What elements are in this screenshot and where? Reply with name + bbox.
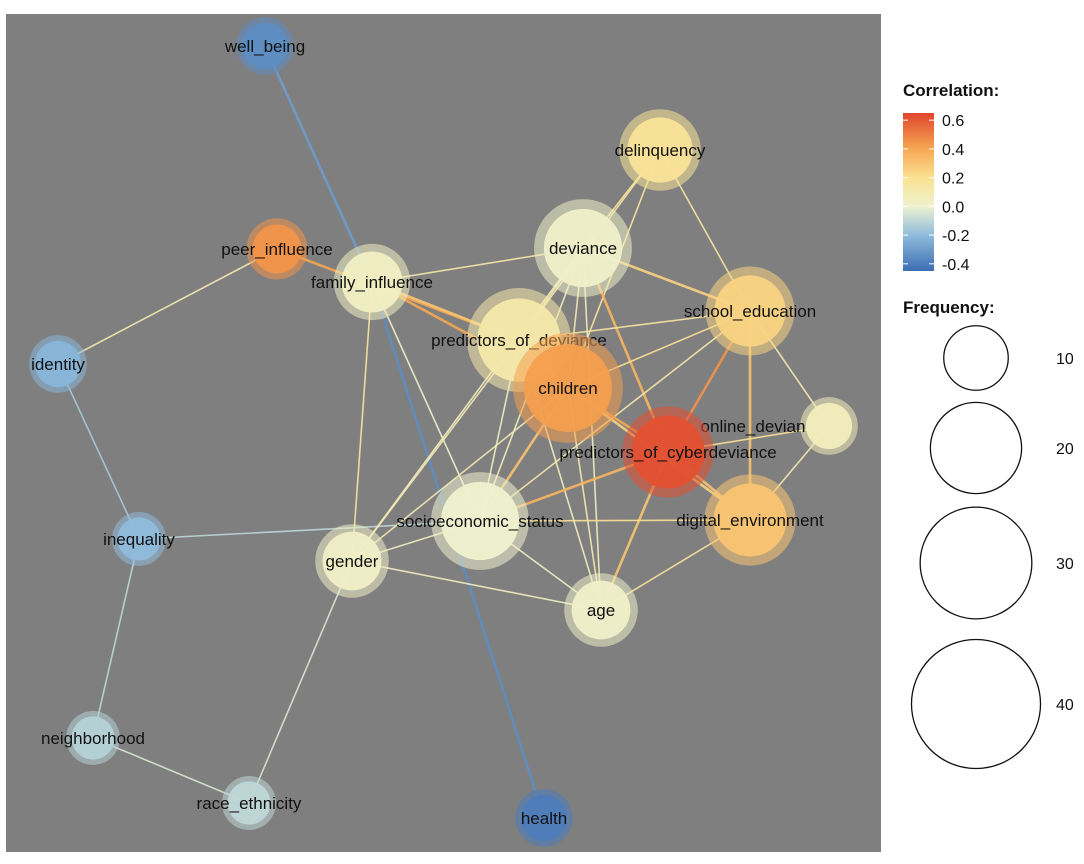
node-children: children bbox=[513, 333, 623, 443]
node-identity: identity bbox=[29, 335, 87, 393]
node-gender: gender bbox=[315, 524, 389, 598]
node-label: predictors_of_cyberdeviance bbox=[559, 443, 776, 462]
correlation-tick-label: 0.6 bbox=[942, 113, 964, 130]
node-label: identity bbox=[31, 355, 85, 374]
node-socioeconomic-status: socioeconomic_status bbox=[396, 472, 564, 570]
node-delinquency: delinquency bbox=[615, 109, 706, 191]
node-core bbox=[543, 208, 623, 288]
node-digital-environment: digital_environment bbox=[676, 474, 824, 566]
node-core bbox=[117, 517, 161, 561]
node-deviance: deviance bbox=[534, 199, 632, 297]
node-core bbox=[631, 415, 705, 489]
node-inequality: inequality bbox=[103, 512, 175, 566]
frequency-items: 10 20 30 40 bbox=[910, 325, 1074, 770]
correlation-legend-title: Correlation: bbox=[903, 81, 999, 100]
node-core bbox=[241, 22, 289, 70]
node-core bbox=[252, 224, 302, 274]
node-label: socioeconomic_status bbox=[396, 512, 563, 531]
frequency-circle bbox=[943, 325, 1009, 391]
correlation-tick-label: -0.2 bbox=[942, 228, 970, 245]
node-peer-influence: peer_influence bbox=[221, 218, 333, 280]
node-label: delinquency bbox=[615, 141, 706, 160]
node-core bbox=[713, 483, 787, 557]
edge-race_ethnicity-gender bbox=[248, 560, 353, 804]
correlation-tick-label: 0.4 bbox=[942, 142, 964, 159]
node-label: neighborhood bbox=[41, 729, 145, 748]
node-health: health bbox=[515, 789, 573, 847]
edge-peer_influence-identity bbox=[57, 248, 278, 365]
node-core bbox=[627, 117, 693, 183]
node-label: inequality bbox=[103, 530, 175, 549]
node-age: age bbox=[564, 573, 638, 647]
node-core bbox=[440, 481, 520, 561]
edge-family_influence-gender bbox=[351, 281, 373, 562]
frequency-label: 30 bbox=[1056, 556, 1074, 573]
node-label: children bbox=[538, 379, 598, 398]
node-label: gender bbox=[326, 552, 379, 571]
node-core bbox=[714, 275, 786, 347]
node-predictors-of-cyberdeviance: predictors_of_cyberdeviance bbox=[559, 406, 777, 498]
correlation-legend: Correlation: 0.6 0.4 0.2 0.0 -0.2 -0.4 bbox=[903, 81, 999, 274]
node-core bbox=[524, 344, 612, 432]
node-core bbox=[805, 402, 853, 450]
node-label: digital_environment bbox=[676, 511, 824, 530]
correlation-tick-label: 0.2 bbox=[942, 171, 964, 188]
frequency-label: 20 bbox=[1056, 441, 1074, 458]
node-label: school_education bbox=[684, 302, 816, 321]
plot-panel bbox=[6, 14, 881, 852]
node-label: online_devian bbox=[701, 417, 806, 436]
node-core bbox=[227, 781, 271, 825]
node-online-deviance: online_devian bbox=[701, 397, 858, 455]
frequency-legend: Frequency: 10 20 30 40 bbox=[903, 298, 1074, 770]
node-label: race_ethnicity bbox=[197, 794, 302, 813]
node-core bbox=[520, 794, 568, 842]
edge-inequality-socioeconomic_status bbox=[138, 520, 481, 540]
frequency-label: 10 bbox=[1056, 351, 1074, 368]
node-school-education: school_education bbox=[684, 266, 816, 356]
node-family-influence: family_influence bbox=[311, 243, 433, 321]
node-label: health bbox=[521, 809, 567, 828]
edge-identity-inequality bbox=[57, 363, 140, 540]
node-label: well_being bbox=[224, 37, 305, 56]
node-label: deviance bbox=[549, 239, 617, 258]
frequency-circle bbox=[929, 401, 1023, 495]
node-neighborhood: neighborhood bbox=[41, 711, 145, 765]
correlation-tick-label: -0.4 bbox=[942, 257, 970, 274]
correlation-tick-label: 0.0 bbox=[942, 199, 964, 216]
correlation-colorbar bbox=[903, 113, 934, 271]
frequency-circle bbox=[910, 638, 1042, 770]
node-label: age bbox=[587, 601, 615, 620]
node-well-being: well_being bbox=[224, 17, 305, 75]
edge-well_being-family_influence bbox=[263, 45, 374, 283]
correlation-ticks: 0.6 0.4 0.2 0.0 -0.2 -0.4 bbox=[903, 113, 970, 274]
edge-gender-age bbox=[351, 560, 602, 611]
node-core bbox=[341, 251, 403, 313]
node-core bbox=[34, 340, 82, 388]
frequency-label: 40 bbox=[1056, 697, 1074, 714]
edge-inequality-neighborhood bbox=[92, 538, 140, 739]
node-core bbox=[322, 531, 382, 591]
node-label: family_influence bbox=[311, 273, 433, 292]
frequency-legend-title: Frequency: bbox=[903, 298, 995, 317]
node-layer: well_being delinquency peer_influence devia… bbox=[29, 17, 858, 847]
edge-neighborhood-race_ethnicity bbox=[92, 737, 250, 804]
frequency-circle bbox=[919, 506, 1033, 620]
node-race-ethnicity: race_ethnicity bbox=[197, 776, 302, 830]
node-label: peer_influence bbox=[221, 240, 333, 259]
node-core bbox=[571, 580, 631, 640]
node-core bbox=[71, 716, 115, 760]
